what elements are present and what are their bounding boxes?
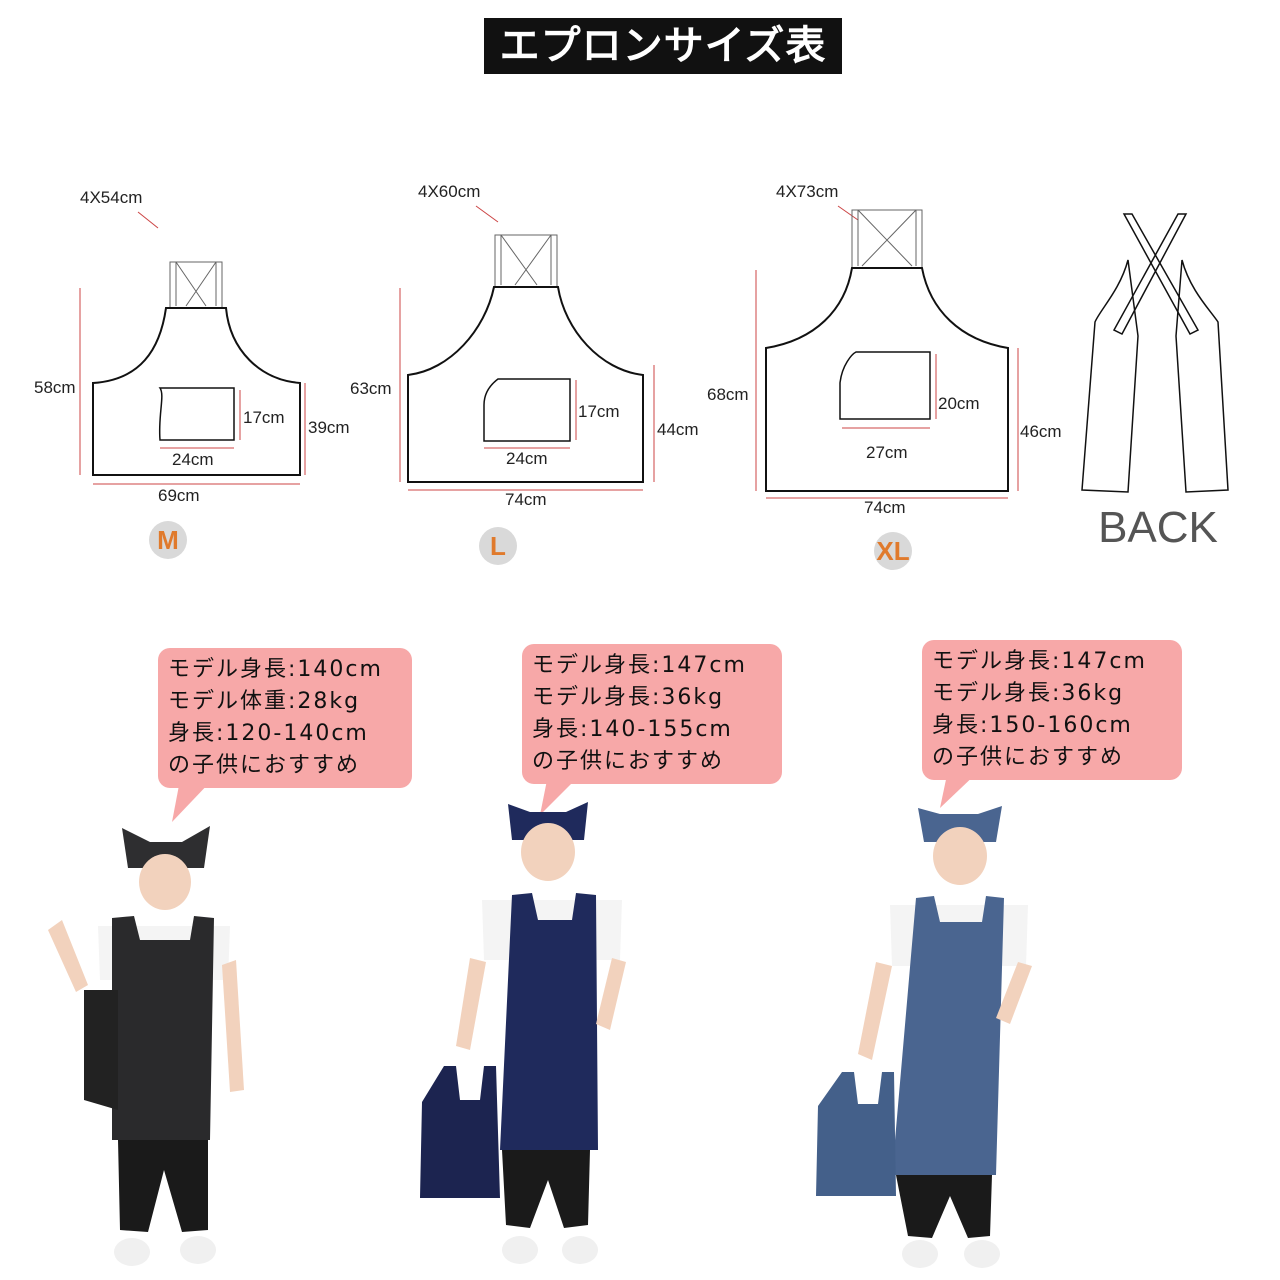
pocket-w-m-label: 24cm — [172, 450, 214, 469]
bubble-line: モデル身長:36kg — [932, 681, 1125, 706]
bubble-line: 身長:140-155cm — [532, 717, 733, 742]
page-title: エプロンサイズ表 — [484, 18, 842, 74]
model-child-l — [420, 802, 626, 1264]
strap-l-label: 4X60cm — [418, 182, 480, 201]
bubble-line: の子供におすすめ — [932, 745, 1125, 770]
lower-l-label: 44cm — [657, 420, 699, 439]
width-m-label: 69cm — [158, 486, 200, 505]
width-xl-label: 74cm — [864, 498, 906, 517]
strap-xl-label: 4X73cm — [776, 182, 838, 201]
model-child-m — [48, 826, 244, 1266]
apron-xl-diagram: 4X73cm 68cm 46cm 20cm 27cm 74cm XL — [707, 182, 1062, 570]
model-info-bubble-m: モデル身長:140cm モデル体重:28kg 身長:120-140cm の子供に… — [158, 648, 412, 788]
apron-m-diagram: 4X54cm 58cm 39cm 17cm 24cm 69cm M — [34, 188, 350, 559]
apron-l-diagram: 4X60cm 63cm 44cm 17cm 24cm 74cm L — [350, 182, 699, 565]
size-badge-l: L — [490, 531, 506, 561]
pocket-w-l-label: 24cm — [506, 449, 548, 468]
pocket-h-xl-label: 20cm — [938, 394, 980, 413]
bubble-line: 身長:150-160cm — [932, 713, 1133, 738]
strap-m-label: 4X54cm — [80, 188, 142, 207]
bubble-line: モデル身長:36kg — [532, 685, 725, 710]
bubble-line: の子供におすすめ — [168, 753, 361, 778]
bubble-line: の子供におすすめ — [532, 749, 725, 774]
size-diagram: 4X54cm 58cm 39cm 17cm 24cm 69cm M 4X60cm… — [34, 182, 1229, 570]
model-info-bubble-l: モデル身長:147cm モデル身長:36kg 身長:140-155cm の子供に… — [522, 644, 782, 784]
lower-xl-label: 46cm — [1020, 422, 1062, 441]
pocket-h-l-label: 17cm — [578, 402, 620, 421]
lower-m-label: 39cm — [308, 418, 350, 437]
bubble-line: モデル体重:28kg — [168, 689, 361, 714]
height-xl-label: 68cm — [707, 385, 749, 404]
model-info-bubble-xl: モデル身長:147cm モデル身長:36kg 身長:150-160cm の子供に… — [922, 640, 1182, 780]
height-m-label: 58cm — [34, 378, 76, 397]
bubble-line: 身長:120-140cm — [168, 721, 369, 746]
bubble-line: モデル身長:140cm — [168, 657, 383, 682]
bubble-line: モデル身長:147cm — [532, 653, 747, 678]
pocket-h-m-label: 17cm — [243, 408, 285, 427]
size-badge-m: M — [157, 525, 179, 555]
width-l-label: 74cm — [505, 490, 547, 509]
model-child-xl — [816, 806, 1032, 1268]
apron-back-diagram: BACK — [1081, 213, 1229, 552]
back-label: BACK — [1098, 503, 1218, 552]
pocket-w-xl-label: 27cm — [866, 443, 908, 462]
size-badge-xl: XL — [876, 536, 909, 566]
bubble-line: モデル身長:147cm — [932, 649, 1147, 674]
height-l-label: 63cm — [350, 379, 392, 398]
